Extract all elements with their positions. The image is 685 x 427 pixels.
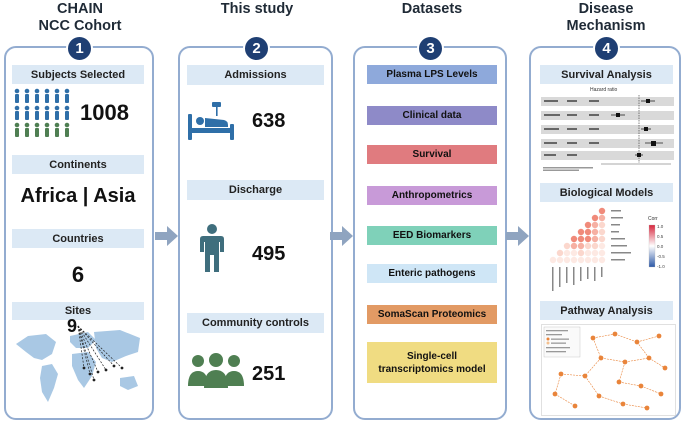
sites-header: Sites — [12, 302, 144, 320]
step-badge-4: 4 — [593, 35, 620, 62]
column-title-study-line1: This study — [220, 1, 294, 17]
dataset-single-cell: Single-cell transcriptomics model — [367, 342, 497, 383]
community-header: Community controls — [187, 313, 324, 333]
dataset-enteric-pathogens: Enteric pathogens — [367, 264, 497, 283]
pathway-network-icon — [541, 324, 676, 416]
dataset-plasma-lps: Plasma LPS Levels — [367, 65, 497, 84]
admissions-value: 638 — [252, 110, 286, 132]
countries-value: 6 — [71, 262, 85, 287]
admissions-header: Admissions — [187, 65, 324, 85]
subjects-value: 1008 — [80, 100, 129, 125]
dataset-anthropometrics: Anthropometrics — [367, 186, 497, 205]
heatmap-legend-tick: 0.0 — [657, 244, 664, 249]
continents-value: Africa | Asia — [20, 185, 136, 207]
community-value: 251 — [252, 363, 286, 385]
people-group-icon — [14, 88, 70, 137]
column-title-mechanism: Disease Mechanism — [532, 1, 680, 35]
column-title-cohort-line2: NCC Cohort — [38, 18, 122, 34]
step-badge-3: 3 — [417, 35, 444, 62]
subjects-header: Subjects Selected — [12, 65, 144, 84]
column-title-study: This study — [183, 1, 331, 18]
community-group-icon — [188, 353, 244, 388]
heatmap-legend-tick: -0.5 — [657, 254, 665, 259]
continents-header: Continents — [12, 155, 144, 174]
arrow-right-icon — [155, 226, 178, 246]
arrow-right-icon — [330, 226, 353, 246]
pathway-analysis-header: Pathway Analysis — [540, 301, 673, 320]
dataset-eed-biomarkers: EED Biomarkers — [367, 226, 497, 245]
countries-header: Countries — [12, 229, 144, 248]
world-map-icon — [16, 325, 140, 402]
step-badge-1: 1 — [66, 35, 93, 62]
biological-models-header: Biological Models — [540, 183, 673, 202]
heatmap-legend-tick: -1.0 — [657, 264, 665, 269]
arrow-right-icon — [506, 226, 529, 246]
hospital-bed-icon — [188, 102, 234, 140]
column-title-datasets-line1: Datasets — [401, 1, 463, 17]
heatmap-legend-tick: 0.5 — [657, 234, 664, 239]
heatmap-legend-tick: 1.0 — [657, 224, 664, 229]
column-title-cohort: CHAIN NCC Cohort — [10, 1, 150, 35]
column-title-datasets: Datasets — [358, 1, 506, 18]
heatmap-legend-title: Corr — [648, 216, 658, 222]
column-title-mechanism-line2: Mechanism — [566, 18, 646, 34]
dataset-survival: Survival — [367, 145, 497, 164]
forest-plot-title: Hazard ratio — [590, 87, 618, 93]
forest-plot-icon — [541, 95, 674, 171]
column-title-mechanism-line1: Disease — [578, 1, 634, 17]
correlation-heatmap-icon — [549, 207, 656, 291]
discharge-header: Discharge — [187, 180, 324, 200]
sites-value: 9 — [67, 316, 78, 336]
step-badge-2: 2 — [243, 35, 270, 62]
survival-analysis-header: Survival Analysis — [540, 65, 673, 84]
column-title-cohort-line1: CHAIN — [57, 1, 103, 17]
dataset-somascan-proteomics: SomaScan Proteomics — [367, 305, 497, 324]
person-standing-icon — [200, 224, 224, 272]
panel-study — [178, 46, 333, 420]
discharge-value: 495 — [252, 243, 286, 265]
dataset-clinical-data: Clinical data — [367, 106, 497, 125]
